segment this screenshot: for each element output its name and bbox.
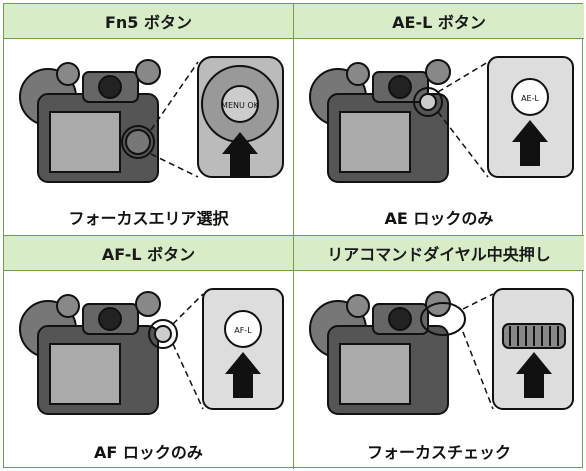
press-arrow-icon [225, 352, 261, 398]
dial-zoom-icon [492, 288, 574, 410]
cell-af-l: AF-L ボタン AF-L AF ロックのみ [4, 236, 294, 469]
press-arrow-icon [222, 132, 258, 178]
af-l-label: AF-L [234, 326, 252, 335]
camera-body-icon [309, 59, 451, 183]
function-table: Fn5 ボタン MENU OK フォーカス [3, 3, 584, 469]
cell-rear-dial: リアコマンドダイヤル中央押し [294, 236, 584, 469]
cell-fn5: Fn5 ボタン MENU OK フォーカス [4, 4, 294, 236]
cell-title: Fn5 ボタン [4, 4, 293, 39]
cell-title: AE-L ボタン [294, 4, 584, 39]
cell-caption: フォーカスエリア選択 [68, 209, 229, 228]
press-arrow-icon [512, 120, 548, 166]
cell-caption: AF ロックのみ [94, 443, 203, 462]
camera-fn5-illustration: MENU OK [19, 56, 284, 183]
camera-dial-illustration [309, 288, 574, 415]
cell-ae-l: AE-L ボタン AE-L AE ロックのみ [294, 4, 584, 236]
cell-caption: AE ロックのみ [384, 209, 494, 228]
cell-title: AF-L ボタン [4, 236, 293, 271]
ae-l-label: AE-L [521, 94, 539, 103]
button-zoom-icon: AF-L [202, 288, 284, 410]
cell-title: リアコマンドダイヤル中央押し [294, 236, 584, 271]
camera-body-icon [19, 59, 161, 183]
press-arrow-icon [516, 352, 552, 398]
dpad-zoom-icon: MENU OK [197, 56, 284, 178]
camera-ael-illustration: AE-L [309, 56, 574, 183]
cell-caption: フォーカスチェック [366, 443, 511, 462]
camera-body-icon [19, 291, 178, 415]
menu-ok-label: MENU OK [221, 101, 260, 110]
button-zoom-icon: AE-L [487, 56, 574, 178]
camera-afl-illustration: AF-L [19, 288, 284, 415]
camera-body-icon [309, 291, 466, 415]
